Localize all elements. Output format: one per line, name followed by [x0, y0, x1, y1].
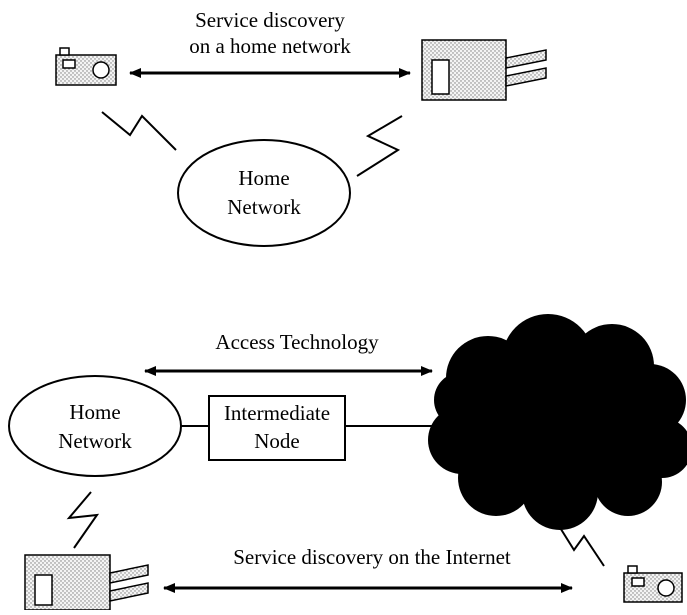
printer-icon: [421, 39, 547, 101]
wireless-link-icon: [101, 111, 177, 151]
node-label-line2: Node: [254, 429, 300, 453]
top-link-label-line1: Service discovery: [195, 8, 345, 32]
internet-cloud-icon: [428, 314, 687, 530]
wireless-link-icon: [66, 491, 100, 549]
top-link-label-line2: on a home network: [189, 34, 351, 58]
node-label-line1: Intermediate: [224, 401, 330, 425]
access-technology-label: Access Technology: [215, 330, 379, 354]
top-home-network: [177, 139, 351, 247]
camera-icon: [55, 47, 117, 86]
wireless-link-icon: [356, 115, 403, 177]
bottom-network-label-line2: Network: [58, 429, 132, 453]
internet-discovery-label: Service discovery on the Internet: [233, 545, 511, 569]
intermediate-node: Intermediate Node: [208, 395, 346, 461]
bottom-home-network: [8, 375, 182, 477]
top-network-label-line1: Home: [238, 166, 289, 190]
wireless-link-icon: [553, 517, 605, 567]
top-network-label-line2: Network: [227, 195, 301, 219]
camera-icon: [623, 565, 683, 603]
bottom-network-label-line1: Home: [69, 400, 120, 424]
printer-icon: [24, 554, 149, 611]
